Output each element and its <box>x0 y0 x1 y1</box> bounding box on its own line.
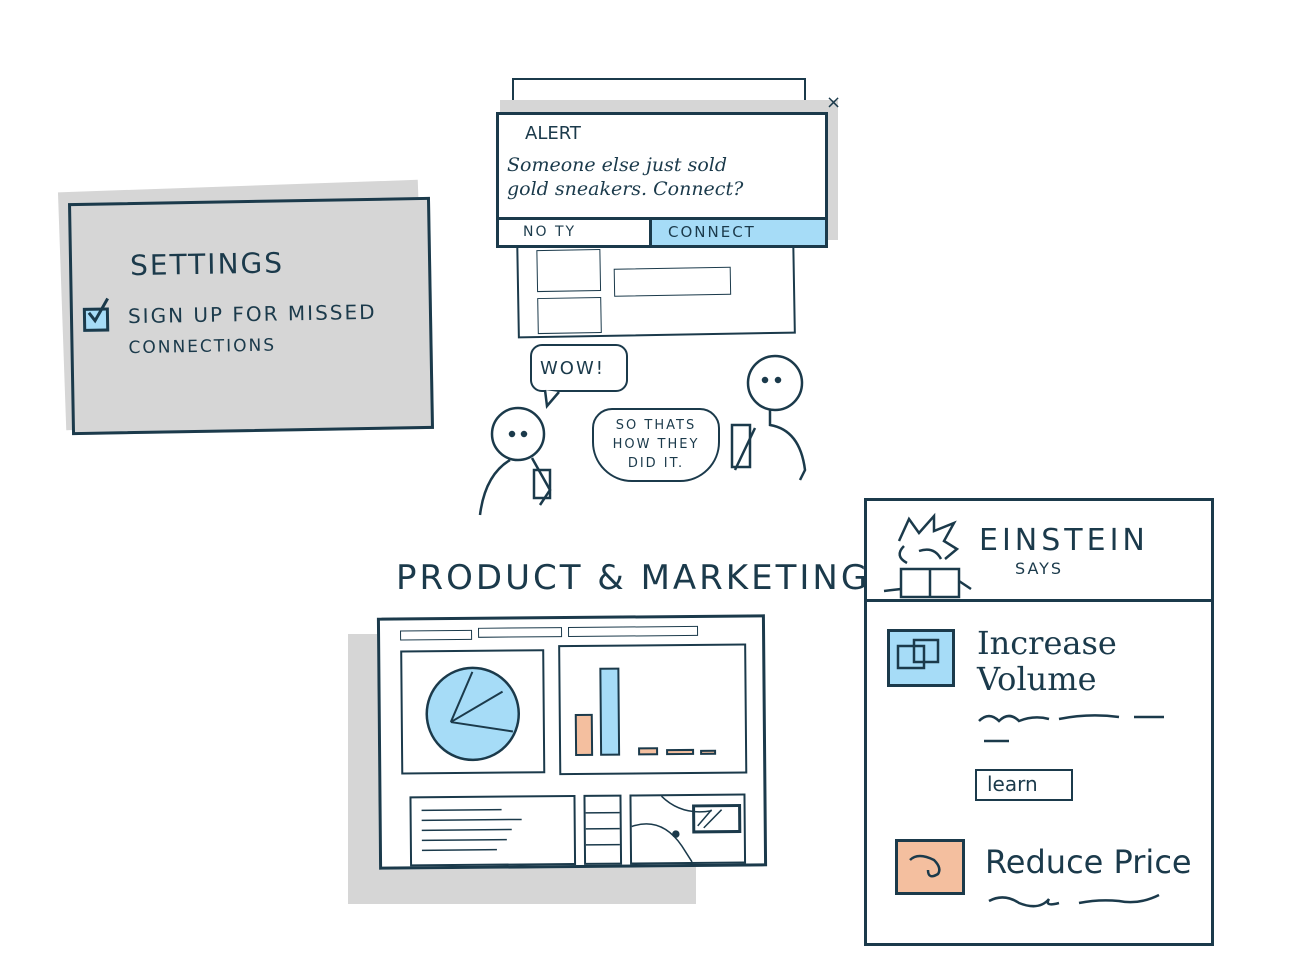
map-icon <box>631 795 742 863</box>
speech-bubble-how: So thats how they did it. <box>592 408 720 482</box>
missed-connections-checkbox[interactable] <box>82 297 110 332</box>
phone-icon <box>730 423 752 469</box>
speech-bubble-wow: Wow! <box>530 344 628 392</box>
tag-icon <box>909 854 941 878</box>
close-icon[interactable]: × <box>826 92 842 113</box>
bar <box>666 748 695 756</box>
text-lines <box>421 808 522 852</box>
speech-line: did it. <box>627 456 685 471</box>
person-right-head <box>746 354 804 412</box>
tip-reduce-price-title[interactable]: Reduce Price <box>985 843 1192 881</box>
increase-volume-icon <box>887 629 955 687</box>
background-window <box>516 233 796 339</box>
settings-panel: Settings Sign up for missed connections <box>68 196 434 436</box>
speech-line: how they <box>612 437 700 452</box>
checkbox-label-line2: connections <box>128 335 277 359</box>
reduce-price-icon <box>895 839 965 895</box>
dashboard-title: Product & Marketing <box>396 558 871 598</box>
einstein-panel: Einstein says Increase Volume learn Redu… <box>864 498 1214 946</box>
bar <box>638 747 659 756</box>
pie-chart-panel <box>400 649 546 775</box>
alert-message: Someone else just sold gold sneakers. Co… <box>507 153 743 201</box>
speech-tail <box>543 389 560 409</box>
bg-card <box>537 296 602 335</box>
einstein-title: Einstein <box>979 523 1149 558</box>
bar <box>599 667 621 756</box>
no-thanks-button[interactable]: No ty <box>499 217 649 245</box>
dashboard-tab[interactable] <box>567 625 699 638</box>
speech-line: So thats <box>615 418 697 433</box>
learn-button[interactable]: learn <box>975 769 1073 801</box>
einstein-avatar-icon <box>883 512 972 599</box>
bar <box>700 749 717 755</box>
dashboard-tab[interactable] <box>400 629 473 641</box>
connect-button[interactable]: Connect <box>649 217 825 245</box>
tip-title-line: Volume <box>977 660 1097 698</box>
pie-chart-icon <box>425 666 521 762</box>
checkbox-label-line1: Sign up for missed <box>127 299 377 329</box>
list-panel <box>583 794 623 865</box>
bg-card <box>613 266 732 297</box>
bar <box>574 713 594 756</box>
placeholder-text-scribble <box>988 893 1160 908</box>
checkmark-icon <box>87 297 109 324</box>
cards-icon <box>896 638 940 670</box>
background-window-top <box>512 78 806 110</box>
phone-icon <box>532 468 552 500</box>
map-panel <box>629 793 747 865</box>
placeholder-text-scribble <box>978 714 1164 743</box>
alert-message-line2: gold sneakers. Connect? <box>507 178 744 200</box>
speech-text-how: So thats how they did it. <box>594 416 718 473</box>
dashboard-window <box>376 614 768 870</box>
einstein-subtitle: says <box>1015 559 1064 578</box>
dashboard-tab[interactable] <box>478 627 563 638</box>
checkbox-label[interactable]: Sign up for missed connections <box>128 296 378 364</box>
text-panel <box>409 794 577 867</box>
bar-chart-icon <box>574 667 717 756</box>
people-illustration <box>478 354 807 516</box>
list-lines <box>585 811 620 846</box>
person-left-head <box>490 406 546 462</box>
speech-text-wow: Wow! <box>540 358 605 379</box>
header-divider <box>867 599 1211 602</box>
tip-title-line: Increase <box>977 624 1117 662</box>
tip-increase-volume-title[interactable]: Increase Volume <box>977 625 1117 697</box>
bg-card <box>536 248 602 293</box>
alert-message-line1: Someone else just sold <box>507 154 728 176</box>
alert-title: Alert <box>525 123 581 144</box>
bar-chart-panel <box>558 643 748 776</box>
alert-dialog: Alert Someone else just sold gold sneake… <box>496 112 828 248</box>
settings-title: Settings <box>129 246 285 283</box>
